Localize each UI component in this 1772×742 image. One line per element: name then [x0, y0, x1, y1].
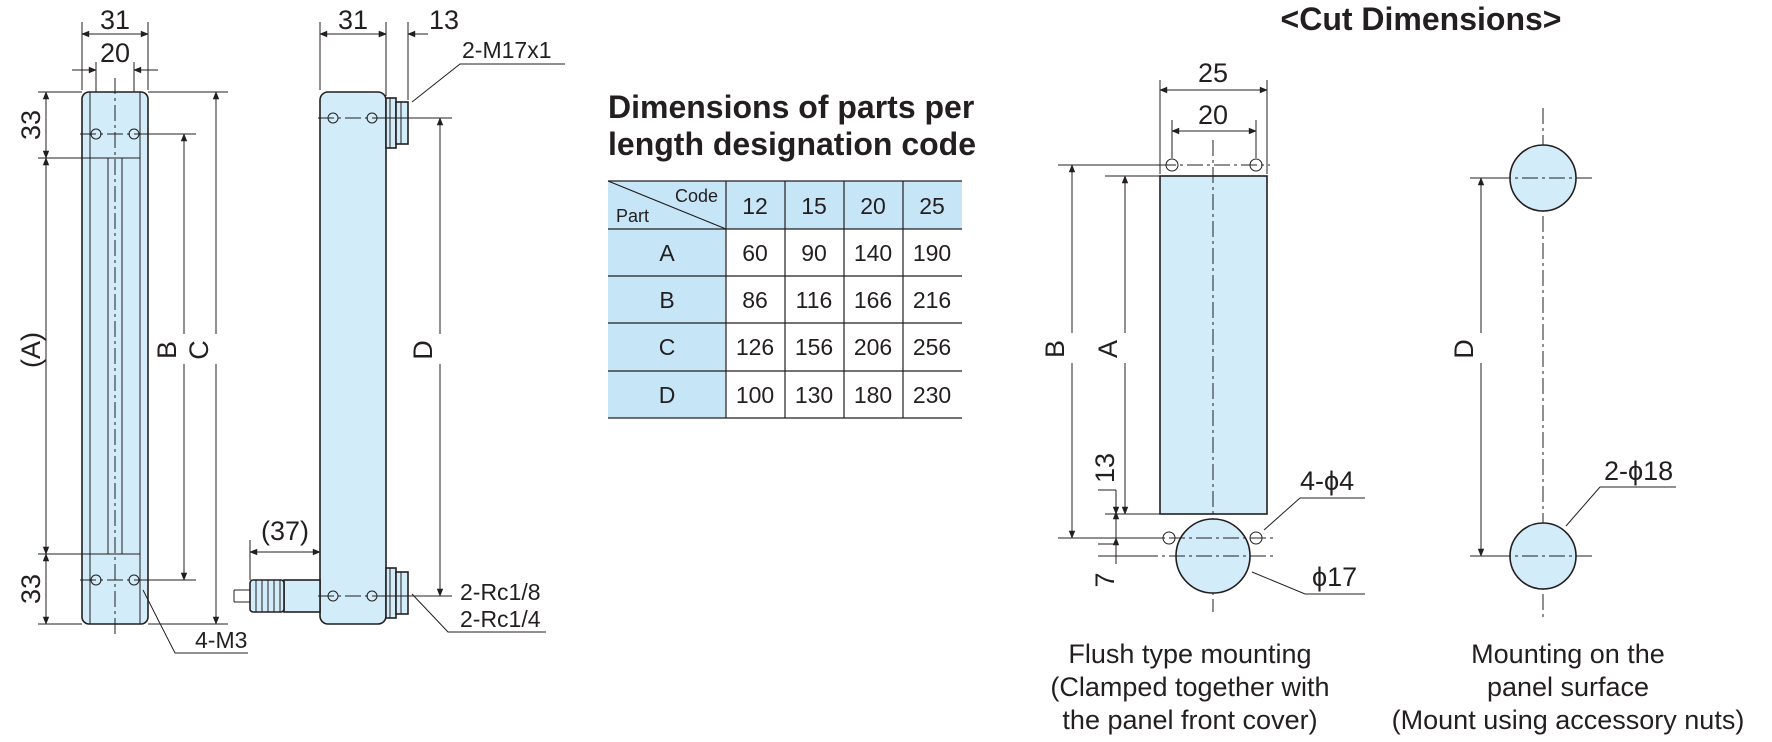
flush-label-b: B	[1040, 340, 1070, 358]
front-width-inner: 20	[100, 38, 130, 68]
front-label-a: (A)	[16, 332, 46, 368]
table-cell: 86	[742, 287, 768, 313]
table-row-c-part: C	[659, 334, 676, 360]
side-port-1: 2-Rc1/8	[460, 579, 541, 605]
table-header-part: Part	[616, 206, 649, 226]
surface-caption-2: panel surface	[1487, 672, 1649, 702]
front-label-c: C	[184, 340, 214, 360]
side-label-d: D	[408, 340, 438, 360]
side-top-fitting	[385, 97, 397, 149]
table-code-3: 25	[919, 193, 945, 219]
table-code-1: 15	[801, 193, 827, 219]
front-hole-bl	[90, 574, 102, 586]
front-holes-label: 4-M3	[195, 627, 247, 653]
surface-label-d: D	[1449, 339, 1479, 359]
flush-caption-2: (Clamped together with	[1050, 672, 1329, 702]
front-bottom-offset: 33	[16, 574, 46, 604]
side-hole-bl	[327, 590, 339, 602]
flush-mounting: 25 20 B A 13 7 4-ϕ4 ϕ17 Flush type mount…	[1040, 58, 1365, 735]
surface-holes-label: 2-ϕ18	[1604, 456, 1673, 486]
table-code-2: 20	[860, 193, 886, 219]
table-cell: 90	[801, 240, 827, 266]
front-hole-br	[128, 574, 140, 586]
side-thread-label: 2-M17x1	[462, 37, 551, 63]
table-cell: 100	[736, 382, 774, 408]
front-width-outer: 31	[100, 5, 130, 35]
table-row-a-part: A	[659, 240, 675, 266]
table-cell: 140	[854, 240, 892, 266]
flush-small-holes-label: 4-ϕ4	[1300, 466, 1354, 496]
table-title-line1: Dimensions of parts per	[608, 89, 974, 125]
table-row-b-part: B	[659, 287, 674, 313]
side-valve-knob	[249, 579, 285, 613]
side-hole-br	[366, 590, 378, 602]
front-hole-tr	[128, 128, 140, 140]
table-cell: 180	[854, 382, 892, 408]
table-cell: 256	[913, 334, 951, 360]
front-tube	[89, 157, 141, 555]
table-cell: 230	[913, 382, 951, 408]
table-title-line2: length designation code	[608, 126, 976, 162]
side-hole-tl	[327, 112, 339, 124]
cut-dimensions-title: <Cut Dimensions>	[1281, 1, 1562, 37]
side-hole-tr	[366, 112, 378, 124]
table-code-0: 12	[742, 193, 768, 219]
dimensions-table: Dimensions of parts per length designati…	[607, 89, 976, 419]
side-width: 31	[338, 5, 368, 35]
side-valve-length: (37)	[261, 516, 309, 546]
side-view: 31 13 2-M17x1 D (37) 2-Rc1/8 2-Rc1/4	[233, 5, 565, 633]
table-cell: 216	[913, 287, 951, 313]
side-fitting-width: 13	[429, 5, 459, 35]
surface-caption-1: Mounting on the	[1471, 639, 1665, 669]
flush-caption-3: the panel front cover)	[1062, 705, 1317, 735]
flush-width-inner: 20	[1198, 100, 1228, 130]
table-cell: 156	[795, 334, 833, 360]
table-row-d-part: D	[659, 382, 676, 408]
surface-mounting: D 2-ϕ18 Mounting on the panel surface (M…	[1392, 108, 1745, 735]
front-top-offset: 33	[16, 110, 46, 140]
flush-width-outer: 25	[1198, 58, 1228, 88]
table-cell: 190	[913, 240, 951, 266]
flush-label-a: A	[1093, 340, 1123, 358]
flush-caption-1: Flush type mounting	[1068, 639, 1311, 669]
table-cell: 116	[796, 287, 833, 313]
flush-big-hole-label: ϕ17	[1312, 562, 1357, 592]
surface-caption-3: (Mount using accessory nuts)	[1392, 705, 1745, 735]
flush-offset-13: 13	[1090, 453, 1120, 483]
front-label-b: B	[152, 341, 182, 359]
table-header-code: Code	[675, 186, 718, 206]
front-hole-tl	[90, 128, 102, 140]
front-view: 31 20 33 (A) 33 B C 4-M3	[16, 5, 248, 654]
table-cell: 166	[854, 287, 892, 313]
side-valve-stem	[283, 579, 321, 613]
side-body	[319, 91, 387, 625]
side-port-2: 2-Rc1/4	[460, 606, 541, 632]
table-cell: 126	[736, 334, 774, 360]
table-cell: 206	[854, 334, 892, 360]
table-cell: 130	[795, 382, 833, 408]
table-cell: 60	[742, 240, 768, 266]
side-bottom-fitting	[385, 567, 397, 619]
flush-offset-7: 7	[1090, 572, 1120, 587]
